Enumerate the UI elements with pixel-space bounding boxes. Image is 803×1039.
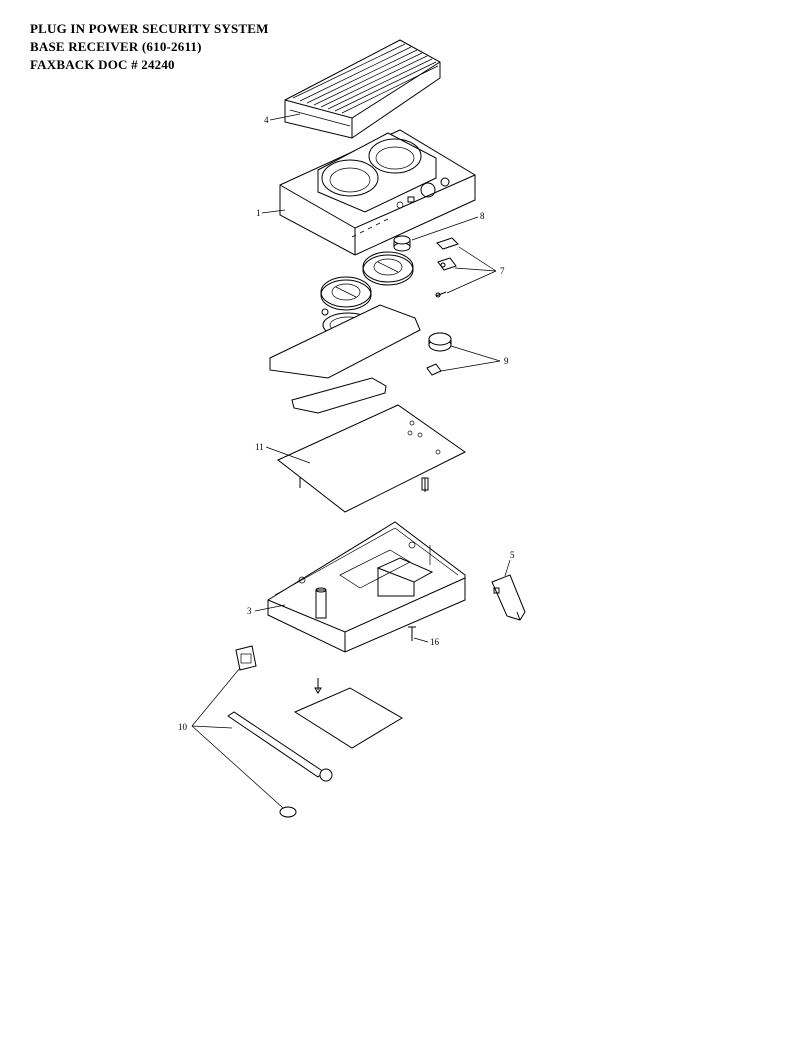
part-label-plate [293,678,403,749]
leader-16 [413,637,429,643]
part-accessories [227,645,333,818]
callout-1: 1 [256,208,261,218]
part-flex-strip [291,377,387,414]
leader-7 [446,246,497,294]
callout-9: 9 [504,356,509,366]
part-bracket [491,574,526,621]
part-small-clips [435,237,459,298]
callout-3: 3 [247,606,252,616]
callout-5: 5 [510,550,515,560]
title-line-1: PLUG IN POWER SECURITY SYSTEM [30,21,269,36]
leader-1 [261,209,286,214]
part-front-housing [279,129,476,256]
part-top-cover [284,39,441,139]
part-screw [408,626,416,641]
part-small-hardware [426,332,452,376]
title-line-2: BASE RECEIVER (610-2611) [30,39,202,54]
leader-10 [191,667,284,809]
leader-3 [254,604,286,612]
callout-7: 7 [500,266,505,276]
part-base-housing [267,521,466,653]
callout-16: 16 [430,637,440,647]
callout-11: 11 [255,442,264,452]
part-knob [393,235,411,252]
callout-8: 8 [480,211,485,221]
leader-9 [440,345,501,372]
callout-10: 10 [178,722,188,732]
leader-4 [269,113,301,121]
callout-4: 4 [264,115,269,125]
document-header: PLUG IN POWER SECURITY SYSTEM BASE RECEI… [30,20,269,74]
leader-5 [504,559,511,577]
leader-8 [411,216,479,241]
part-circuit-board [277,404,466,513]
title-line-3: FAXBACK DOC # 24240 [30,57,175,72]
leader-11 [265,446,311,464]
part-insulator-sheet [269,304,421,379]
